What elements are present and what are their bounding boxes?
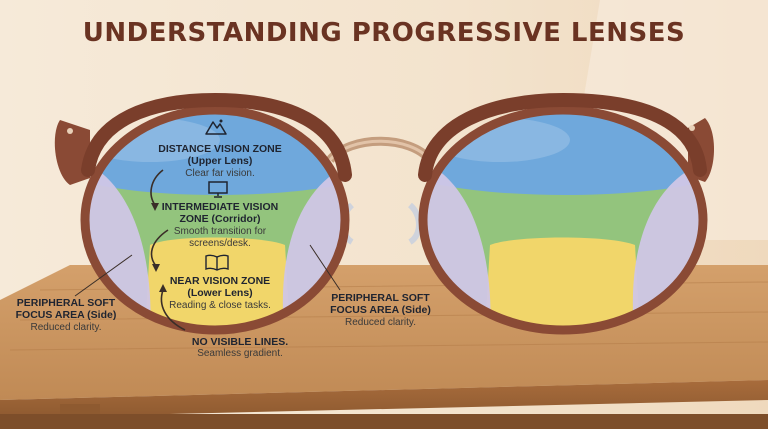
intermediate-zone-desc-2: screens/desk. [189,237,251,249]
no-lines-desc: Seamless gradient. [197,348,283,360]
near-zone-desc: Reading & close tasks. [169,299,271,311]
no-lines-label: NO VISIBLE LINES. Seamless gradient. [180,336,300,360]
near-zone-label: NEAR VISION ZONE (Lower Lens) Reading & … [150,275,290,312]
left-hinge-rivet [67,128,73,134]
mountain-icon [205,119,227,135]
arrow-distance-to-intermediate [150,169,164,206]
intermediate-zone-label: INTERMEDIATE VISION ZONE (Corridor) Smoo… [145,201,295,249]
peripheral-left-subheading: FOCUS AREA (Side) [15,309,117,322]
distance-zone-heading: DISTANCE VISION ZONE [158,143,282,155]
distance-zone-desc: Clear far vision. [185,167,255,179]
right-hinge-rivet [689,125,695,131]
peripheral-left-desc: Reduced clarity. [30,321,102,333]
right-near-zone [485,237,640,330]
arrow-head-2 [152,264,160,272]
peripheral-left-label: PERIPHERAL SOFT FOCUS AREA (Side) Reduce… [6,297,126,334]
right-brow-bar [418,92,707,182]
right-frame-rim [418,105,708,335]
leader-peripheral-right [309,244,341,291]
table-shadow [0,414,768,429]
distance-zone-label: DISTANCE VISION ZONE (Upper Lens) Clear … [140,143,300,180]
intermediate-zone-heading: INTERMEDIATE VISION [161,201,279,213]
intermediate-zone-desc-1: Smooth transition for [173,225,267,237]
near-zone-heading: NEAR VISION ZONE [169,275,271,287]
no-lines-heading: NO VISIBLE LINES. [191,336,289,348]
peripheral-left-heading: PERIPHERAL SOFT [16,297,116,309]
book-icon [205,254,229,271]
peripheral-right-label: PERIPHERAL SOFT FOCUS AREA (Side) Reduce… [318,292,443,329]
peripheral-right-subheading: FOCUS AREA (Side) [330,304,431,317]
left-frame-rim [80,105,350,335]
left-brow-bar [81,92,352,182]
left-lens [85,110,345,330]
arrow-intermediate-to-near [150,229,169,267]
leader-peripheral-left [74,254,133,297]
peripheral-right-desc: Reduced clarity. [345,316,416,328]
table-edge [0,380,768,418]
page-title: UNDERSTANDING PROGRESSIVE LENSES [82,18,686,48]
monitor-icon [208,181,228,198]
peripheral-right-heading: PERIPHERAL SOFT [331,292,430,304]
arrow-head-3 [159,284,167,292]
intermediate-zone-subheading: ZONE (Corridor) [179,213,261,226]
near-zone-subheading: (Lower Lens) [187,287,253,300]
left-near-zone [145,237,290,330]
arrow-head-1 [151,203,159,211]
distance-zone-subheading: (Upper Lens) [187,155,253,168]
arrow-no-lines [160,289,186,331]
